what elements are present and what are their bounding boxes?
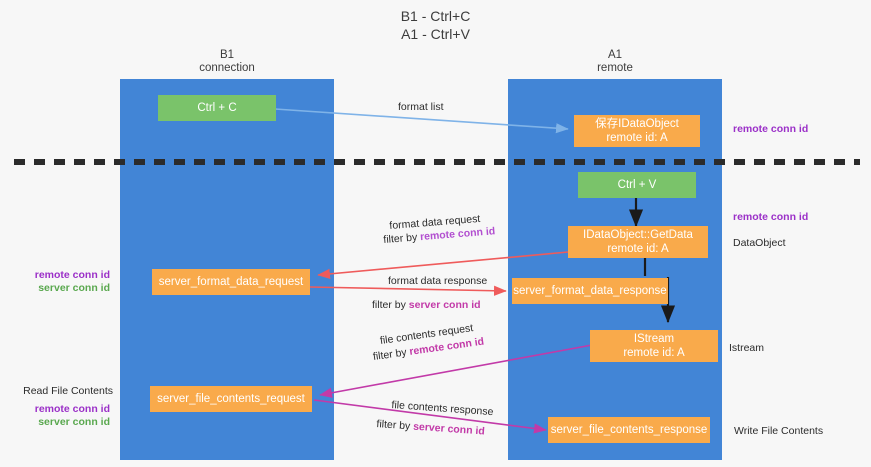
edge-label-format-data-response-text: format data response (388, 275, 488, 287)
edge-label-file-contents-response-filter: filter by server conn id (376, 417, 485, 439)
node-server-file-contents-request[interactable]: server_file_contents_request (150, 386, 312, 412)
node-save-idataobject[interactable]: 保存IDataObject remote id: A (574, 115, 700, 147)
node-save-idataobject-line2: remote id: A (606, 132, 668, 144)
edge-label-file-contents-response-filter-prefix: filter by (376, 418, 414, 433)
edge-label-format-list: format list (398, 100, 444, 114)
lane-title-a1-line2: remote (597, 62, 633, 74)
node-server-format-data-response[interactable]: server_format_data_response (512, 278, 668, 304)
diagram-title-line2: A1 - Ctrl+V (401, 26, 470, 42)
node-ctrl-v-label: Ctrl + V (617, 179, 657, 191)
edge-label-file-contents-response-filter-key: server conn id (412, 420, 486, 438)
node-server-format-data-request[interactable]: server_format_data_request (152, 269, 310, 295)
node-istream[interactable]: IStream remote id: A (590, 330, 718, 362)
node-ctrl-c-label: Ctrl + C (197, 102, 237, 114)
side-label-dataobject: DataObject (733, 237, 786, 249)
edge-label-format-data-request-filter-prefix: filter by (382, 231, 421, 247)
node-server-file-contents-response-label: server_file_contents_response (550, 424, 708, 436)
side-label-write-file-contents: Write File Contents (734, 425, 824, 437)
edge-label-file-contents-response: file contents response (391, 398, 494, 419)
node-server-file-contents-response[interactable]: server_file_contents_response (548, 417, 710, 443)
side-label-server-conn-id-left-1: server conn id (38, 282, 110, 294)
side-label-remote-conn-id-top: remote conn id (733, 123, 809, 135)
lane-title-a1-line1: A1 (607, 49, 623, 61)
node-ctrl-v[interactable]: Ctrl + V (578, 172, 696, 198)
side-label-remote-conn-id-mid: remote conn id (733, 211, 809, 223)
edge-label-format-list-text: format list (398, 101, 444, 113)
side-label-read-file-contents: Read File Contents (23, 385, 113, 397)
edge-label-format-data-response: format data response (388, 274, 487, 288)
node-istream-line1: IStream (633, 333, 675, 345)
edge-label-format-data-response-filter: filter by server conn id (372, 298, 481, 312)
edge-label-file-contents-request-filter-prefix: filter by (372, 346, 411, 364)
diagram-title-line1: B1 - Ctrl+C (400, 8, 471, 24)
edge-label-format-data-response-filter-key: server conn id (408, 299, 481, 311)
node-istream-line2: remote id: A (623, 347, 685, 359)
node-server-format-data-response-label: server_format_data_response (513, 285, 667, 297)
node-getdata-line2: remote id: A (607, 243, 669, 255)
side-label-remote-conn-id-left-2: remote conn id (34, 403, 110, 415)
node-server-format-data-request-label: server_format_data_request (158, 276, 304, 288)
node-save-idataobject-line1: 保存IDataObject (595, 118, 679, 130)
node-server-file-contents-request-label: server_file_contents_request (157, 393, 305, 405)
edge-label-format-data-response-filter-prefix: filter by (372, 299, 409, 311)
node-ctrl-c[interactable]: Ctrl + C (158, 95, 276, 121)
lane-title-b1-line1: B1 (219, 49, 235, 61)
side-label-server-conn-id-left-2: server conn id (38, 416, 110, 428)
side-label-istream: Istream (729, 342, 765, 354)
lane-title-b1-line2: connection (199, 62, 255, 74)
side-label-remote-conn-id-left-1: remote conn id (34, 269, 110, 281)
node-getdata-line1: IDataObject::GetData (583, 229, 693, 241)
node-getdata[interactable]: IDataObject::GetData remote id: A (568, 226, 708, 258)
edge-label-file-contents-response-text: file contents response (391, 399, 494, 419)
